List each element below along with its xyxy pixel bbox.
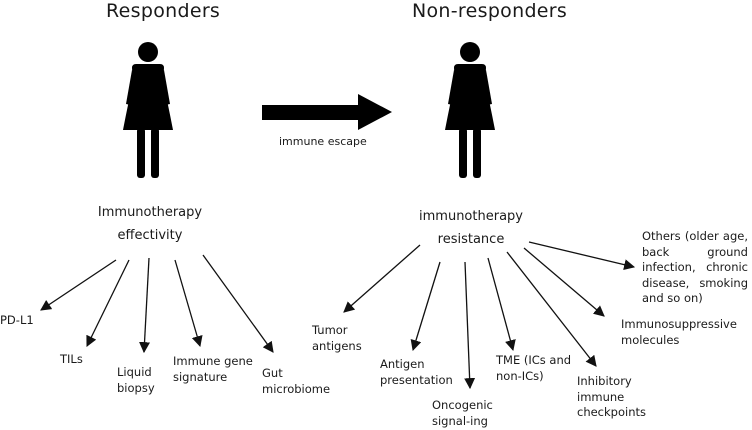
leaf-pd-l1: PD-L1 (0, 313, 34, 327)
leaf-liquid-biopsy: Liquid biopsy (117, 365, 155, 395)
woman-figure-icon (123, 42, 173, 178)
arrow-to-oncogenic-signaling (464, 261, 476, 390)
arrow-to-antigen-presentation (410, 261, 441, 352)
arrow-to-liquid-biopsy (139, 257, 151, 354)
arrow-to-gut-microbiome (202, 254, 274, 353)
leaf-gut-microbiome: Gut microbiome (262, 366, 331, 396)
arrow-to-immune-gene-signature (174, 259, 203, 348)
leaf-tme: TME (ICs and non-ICs) (496, 353, 572, 383)
responders-label-line1: Immunotherapy (97, 205, 203, 220)
leaf-immunosuppressive-molecules: Immunosuppressive molecules (621, 317, 737, 347)
leaf-inhibitory-checkpoints: Inhibitory immune checkpoints (577, 374, 646, 420)
woman-figure-icon (445, 42, 495, 178)
right-arrow-icon (262, 94, 392, 130)
leaf-antigen-presentation: Antigen presentation (380, 357, 453, 387)
non-responders-label-line1: immunotherapy (419, 209, 523, 224)
arrow-to-tumor-antigens (343, 244, 421, 313)
leaf-others: Others (older age, back ground infection… (642, 229, 748, 306)
arrow-to-immunosuppressive-molecules (523, 247, 605, 317)
arrow-to-pd-l1 (40, 259, 117, 311)
arrow-to-tils (86, 259, 130, 347)
immune-escape-label: immune escape (279, 135, 367, 148)
arrow-to-inhibitory-checkpoints (506, 251, 597, 367)
arrow-to-others (528, 241, 636, 271)
leaf-tils: TILs (60, 352, 83, 366)
leaf-immune-gene-signature: Immune gene signature (173, 354, 253, 384)
responders-label: Immunotherapy effectivity (92, 202, 208, 248)
non-responders-label-line2: resistance (437, 231, 505, 247)
responders-title: Responders (106, 0, 221, 22)
leaf-oncogenic-signaling: Oncogenic signal-ing pathways (432, 398, 493, 430)
non-responders-label: immunotherapy resistance (408, 206, 534, 252)
responders-label-line2: effectivity (117, 227, 183, 243)
leaf-tumor-antigens: Tumor antigens (312, 323, 362, 353)
arrow-to-tme (487, 257, 516, 352)
non-responders-title: Non-responders (412, 0, 568, 22)
